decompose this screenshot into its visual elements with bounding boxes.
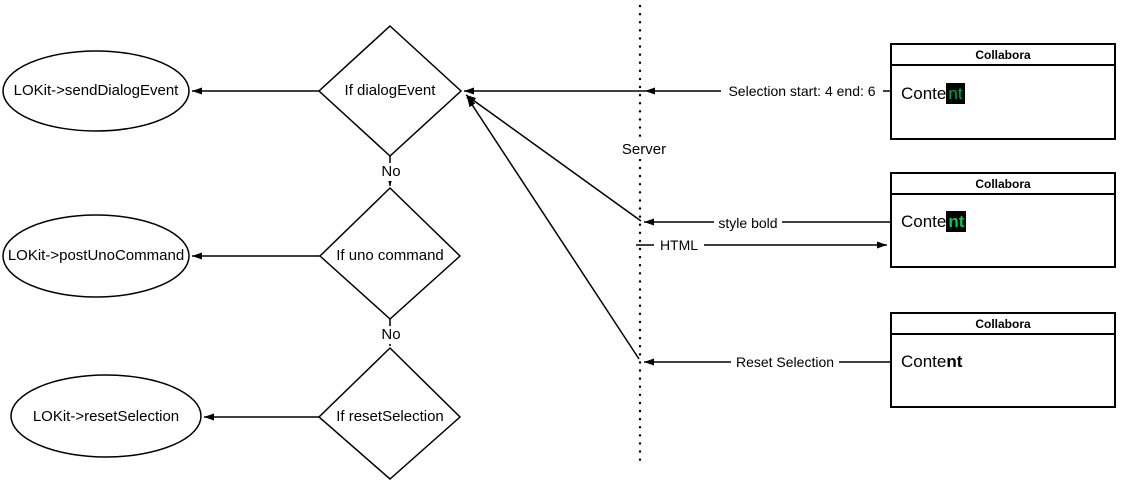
- ellipse-label-reset-selection: LOKit->resetSelection: [32, 408, 180, 425]
- ellipse-reset-selection: [10, 374, 202, 458]
- server-label: Server: [615, 141, 673, 159]
- diamond-label-if-uno-command: If uno command: [336, 247, 444, 264]
- collabora-title-2: Collabora: [892, 174, 1114, 195]
- content-bold-text-3: nt: [946, 352, 963, 371]
- ellipse-send-dialog-event: [2, 50, 190, 132]
- content-selection-highlight-1: nt: [946, 83, 965, 104]
- collabora-title-3: Collabora: [892, 314, 1114, 335]
- diamond-label-if-reset-selection: If resetSelection: [336, 408, 444, 425]
- content-selection-highlight-2: nt: [946, 211, 967, 232]
- message-label-style-bold: style bold: [714, 215, 782, 232]
- collabora-window-3: Collabora Content: [890, 312, 1116, 408]
- ellipse-label-post-uno-command: LOKit->postUnoCommand: [7, 247, 185, 264]
- arrow-reset-to-diamond: [466, 96, 640, 360]
- content-text-3: Conte: [901, 352, 947, 371]
- ellipse-post-uno-command: [2, 214, 190, 298]
- diamond-if-reset-selection: [317, 346, 462, 480]
- arrow-style-bold-to-diamond: [465, 94, 642, 222]
- message-label-reset-selection: Reset Selection: [731, 354, 839, 371]
- diamond-label-if-dialog-event: If dialogEvent: [344, 82, 436, 99]
- branch-label-no-2: No: [376, 326, 406, 344]
- message-label-selection: Selection start: 4 end: 6: [721, 83, 883, 100]
- collabora-content-3: Content: [892, 335, 1114, 372]
- branch-label-no-1: No: [376, 163, 406, 181]
- collabora-title-1: Collabora: [892, 45, 1114, 66]
- ellipse-label-send-dialog-event: LOKit->sendDialogEvent: [13, 82, 179, 99]
- content-text-1: Conte: [901, 84, 947, 103]
- message-label-html: HTML: [654, 237, 704, 254]
- content-text-2: Conte: [901, 212, 947, 231]
